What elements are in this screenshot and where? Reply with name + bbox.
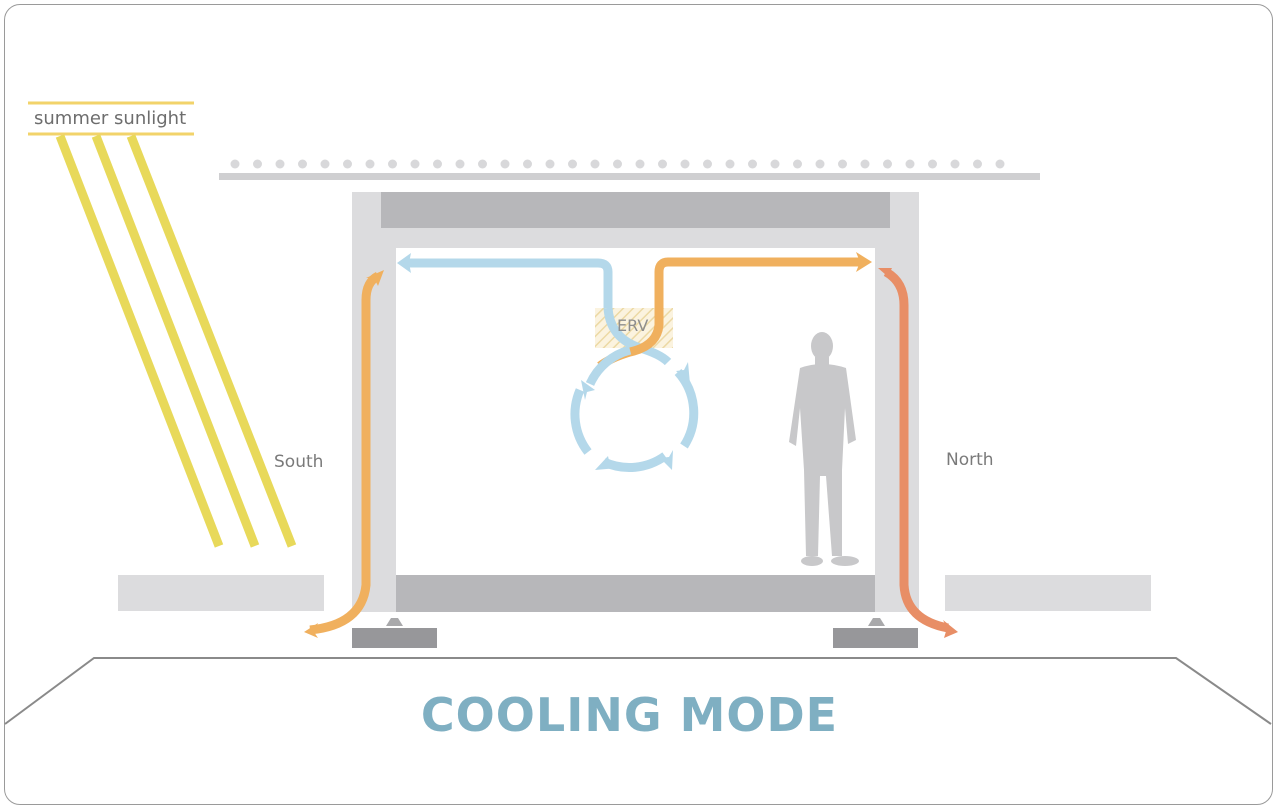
roof-dot: [343, 159, 352, 169]
footing-south: [352, 628, 437, 648]
roof-dot: [793, 159, 802, 169]
circulation-arc-top: [585, 345, 632, 386]
ground-line: [4, 657, 1272, 725]
roof-dot: [995, 159, 1005, 169]
roof-dot: [590, 159, 600, 169]
north-wall-airflow-tail: [878, 268, 894, 282]
roof-dot: [883, 159, 892, 169]
north-label: North: [946, 450, 994, 470]
roof-dot: [635, 159, 645, 169]
ceiling-beam: [381, 192, 890, 228]
roof-bar: [219, 173, 1040, 180]
roof-dot: [770, 159, 780, 169]
south-wall-airflow-tail: [304, 623, 318, 638]
roof-dot: [478, 159, 487, 169]
roof-dot: [905, 159, 915, 169]
south-label: South: [274, 452, 324, 472]
roof-dot: [950, 159, 960, 169]
mode-title: COOLING MODE: [420, 688, 839, 742]
north-wall-airflow: [883, 268, 949, 633]
roof-dot: [838, 159, 847, 169]
interior-circulation-loop: [570, 345, 699, 473]
roof-dot: [500, 159, 510, 169]
person-silhouette-icon: [789, 332, 859, 566]
roof-dot: [703, 159, 712, 169]
sunlight-rays: [55, 134, 297, 548]
cool-air-duct: [408, 258, 613, 308]
roof-dot: [230, 159, 240, 169]
circulation-arrowheads: [581, 362, 690, 470]
roof-dot: [725, 159, 735, 169]
roof-dot: [455, 159, 465, 169]
footing-north-pad: [868, 618, 885, 626]
roof-dot: [523, 159, 532, 169]
roof-dot: [253, 159, 262, 169]
roof-dot: [928, 159, 937, 169]
sunlight-ray: [126, 134, 297, 548]
circulation-arc-bottom: [602, 452, 668, 473]
roof-dot: [815, 159, 825, 169]
footing-north: [833, 628, 918, 648]
south-wall-airflow: [309, 271, 381, 635]
roof-dot: [545, 159, 555, 169]
ground-slab-south: [118, 575, 324, 611]
sunlight-ray: [55, 134, 224, 548]
circulation-arrowhead: [595, 456, 618, 470]
north-wall-airflow-head: [943, 620, 958, 638]
sunlight-label: summer sunlight: [34, 108, 187, 129]
roof-dot: [568, 159, 577, 169]
roof-dot: [388, 159, 397, 169]
warm-exhaust-arrowhead: [856, 252, 872, 272]
roof-dot: [433, 159, 442, 169]
roof-dot: [298, 159, 307, 169]
roof-dots: [230, 159, 1005, 169]
footing-south-pad: [386, 618, 403, 626]
circulation-arc-right: [674, 368, 699, 449]
roof-dot: [613, 159, 622, 169]
roof-dot: [320, 159, 330, 169]
roof-dot: [410, 159, 420, 169]
roof-dot: [658, 159, 667, 169]
roof-dot: [860, 159, 870, 169]
sunlight-ray: [91, 134, 260, 548]
circulation-arrowhead: [676, 362, 690, 384]
roof-dot: [365, 159, 375, 169]
erv-label: ERV: [617, 316, 649, 335]
circulation-arc-left: [570, 388, 592, 455]
circulation-arrowhead: [660, 450, 673, 470]
roof-dot: [973, 159, 982, 169]
cool-air-arrowhead: [397, 253, 411, 273]
diagram-frame: [4, 4, 1273, 805]
ground-slab-north: [945, 575, 1151, 611]
roof-dot: [680, 159, 690, 169]
circulation-arrowhead: [581, 380, 595, 400]
floor-slab: [396, 575, 875, 612]
roof-dot: [748, 159, 757, 169]
roof-overhang: [219, 159, 1040, 180]
south-wall-airflow-head: [366, 270, 384, 286]
roof-dot: [275, 159, 285, 169]
footings: [352, 618, 918, 648]
